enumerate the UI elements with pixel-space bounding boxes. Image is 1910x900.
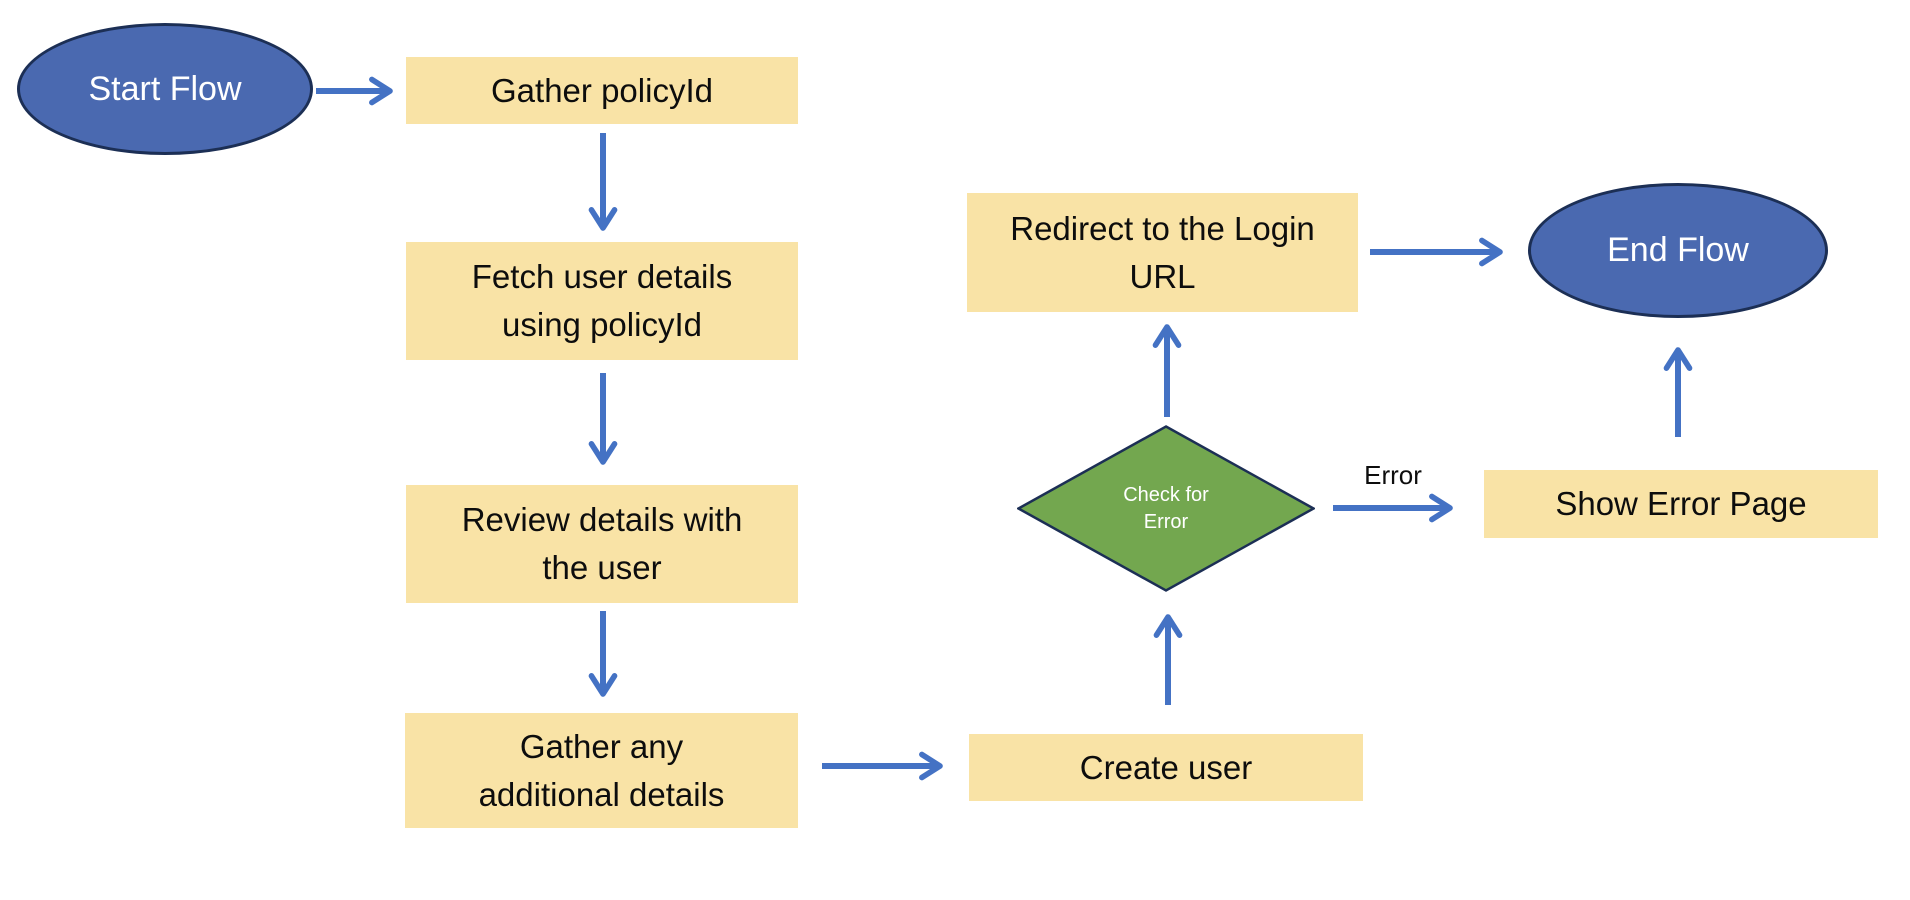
node-create-user-label: Create user [1079,748,1253,786]
node-gather-policyid: Gather policyId [406,57,798,124]
node-review-details: Review details with the user [406,485,798,603]
node-end-flow: End Flow [1528,183,1828,318]
edge-label-error: Error [1364,460,1422,490]
node-show-error-page-label: Show Error Page [1555,485,1807,523]
node-show-error-page: Show Error Page [1484,470,1878,538]
node-gather-additional-details: Gather any additional details [405,713,798,828]
decision-diamond-shape [1017,425,1315,592]
node-check-for-error: Check for Error [1017,425,1315,592]
node-fetch-user-details-label: Fetch user details using policyId [471,258,733,343]
node-end-flow-label: End Flow [1607,231,1749,269]
node-review-details-label: Review details with the user [461,501,743,586]
node-create-user: Create user [969,734,1363,801]
node-check-for-error-label: Check for Error [1123,483,1209,533]
node-gather-policyid-label: Gather policyId [491,71,713,109]
node-gather-additional-details-label: Gather any additional details [478,727,725,813]
node-redirect-login-url: Redirect to the Login URL [967,193,1358,312]
node-fetch-user-details: Fetch user details using policyId [406,242,798,360]
node-start-flow-label: Start Flow [88,69,242,108]
node-redirect-login-url-label: Redirect to the Login URL [1010,209,1315,295]
node-start-flow: Start Flow [17,23,313,155]
